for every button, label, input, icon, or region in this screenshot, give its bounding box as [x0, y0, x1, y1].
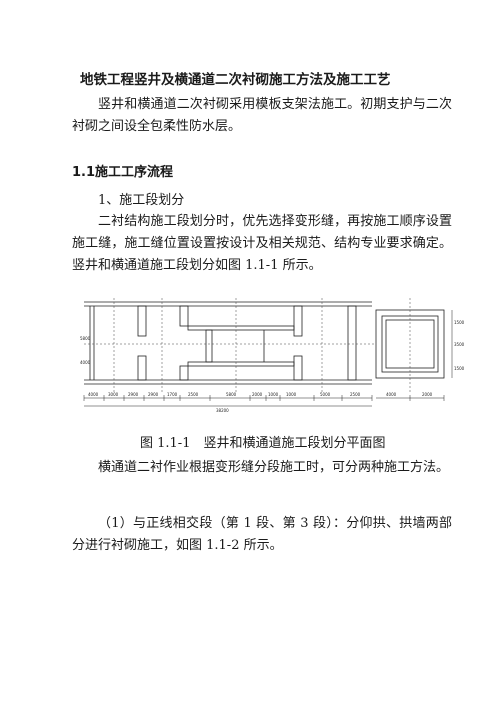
list-item-segment-division: 1、施工段划分: [98, 193, 185, 208]
intersection-paragraph: （1）与正线相交段（第 1 段、第 3 段）：分仰拱、拱墙两部分进行衬砌施工，如…: [72, 516, 452, 553]
dim-label: 2000: [252, 392, 263, 397]
dim-label: 5800: [226, 392, 237, 397]
dim-total-label: 38200: [216, 408, 229, 413]
dim-label-left: 5800: [80, 336, 91, 341]
plan-drawing: 4000 3000 2900 2900 1700 2500 5800 2000 …: [80, 298, 465, 413]
dim-label: 2900: [148, 392, 159, 397]
dim-label-right: 1500: [454, 366, 465, 371]
dim-label-right: 3500: [454, 342, 465, 347]
method-paragraph: 横通道二衬作业根据变形缝分段施工时，可分两种施工方法。: [98, 460, 450, 475]
figure-caption: 图 1.1-1 竖井和横通道施工段划分平面图: [140, 436, 386, 451]
page-title: 地铁工程竖井及横通道二次衬砌施工方法及施工工艺: [80, 72, 391, 88]
intro-paragraph: 竖井和横通道二次衬砌采用模板支架法施工。初期支护与二次衬砌之间设全包柔性防水层。: [72, 97, 452, 134]
dim-label: 3000: [108, 392, 119, 397]
dim-label: 1700: [167, 392, 178, 397]
dim-label: 2500: [350, 392, 361, 397]
dim-label: 4000: [88, 392, 99, 397]
dim-label: 1000: [286, 392, 297, 397]
dim-label: 2900: [128, 392, 139, 397]
plan-drawing-figure: 4000 3000 2900 2900 1700 2500 5800 2000 …: [80, 296, 465, 413]
section-heading: 1.1施工工序流程: [72, 165, 174, 180]
dim-label: 2000: [422, 392, 433, 397]
dim-label: 5000: [320, 392, 331, 397]
dim-label: 2500: [188, 392, 199, 397]
dim-label: 4000: [386, 392, 397, 397]
dim-label-right: 1500: [454, 320, 465, 325]
segment-paragraph: 二衬结构施工段划分时，优先选择变形缝，再按施工顺序设置施工缝，施工缝位置设置按设…: [72, 214, 452, 273]
dim-label: 1000: [268, 392, 279, 397]
dim-label-left: 4000: [80, 360, 91, 365]
